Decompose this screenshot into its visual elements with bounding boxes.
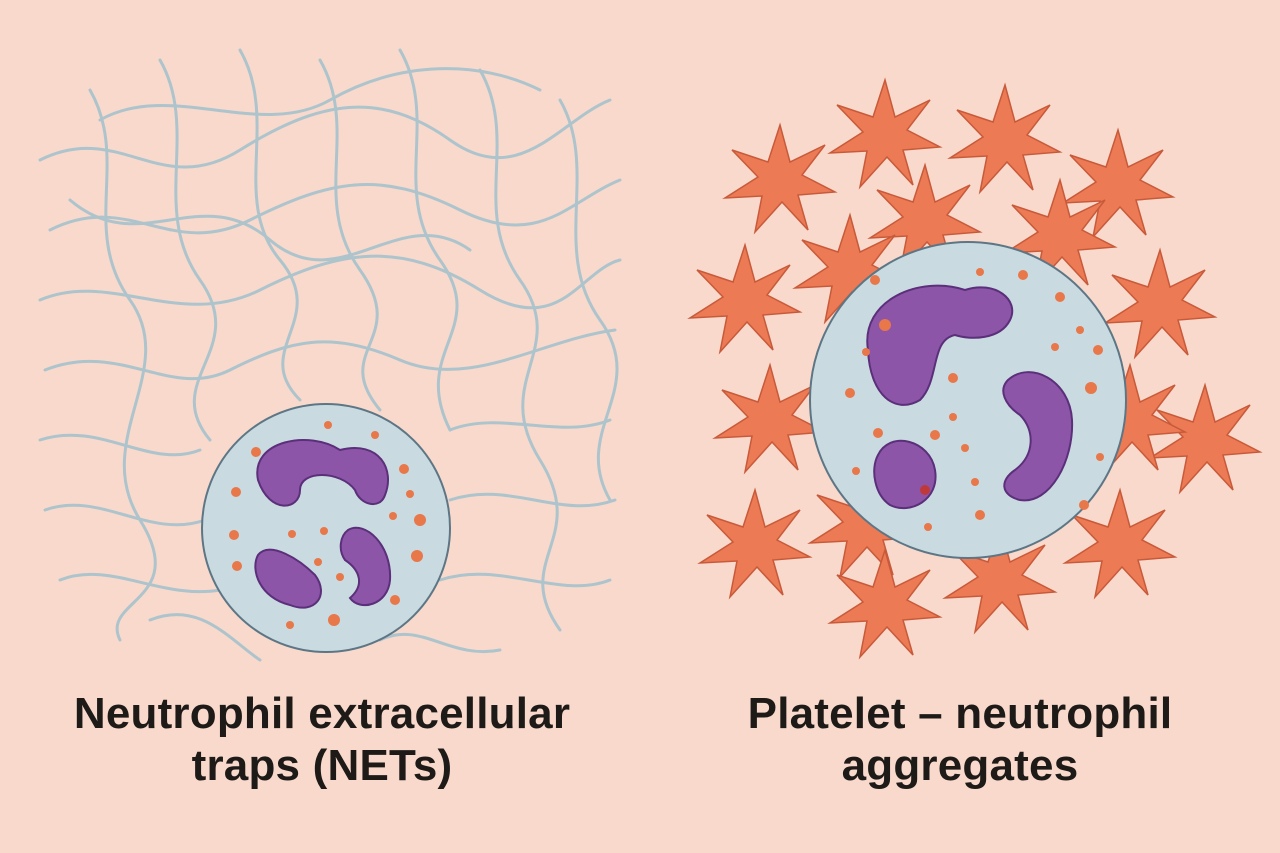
aggregates-caption-line1: Platelet – neutrophil — [747, 689, 1173, 738]
nets-caption: Neutrophil extracellular traps (NETs) — [32, 688, 612, 792]
neutrophil-cell — [809, 241, 1127, 559]
nets-panel: Neutrophil extracellular traps (NETs) — [32, 48, 622, 792]
dna-fiber-mesh — [38, 48, 622, 662]
aggregates-panel: Platelet – neutrophil aggregates — [640, 0, 1280, 853]
aggregates-illustration — [689, 79, 1261, 658]
nets-illustration — [38, 48, 622, 662]
nets-caption-line2: traps (NETs) — [191, 741, 453, 790]
aggregates-caption: Platelet – neutrophil aggregates — [640, 688, 1280, 792]
aggregates-caption-line2: aggregates — [841, 741, 1079, 790]
neutrophil-cell — [201, 403, 451, 653]
nets-caption-line1: Neutrophil extracellular — [73, 689, 571, 738]
